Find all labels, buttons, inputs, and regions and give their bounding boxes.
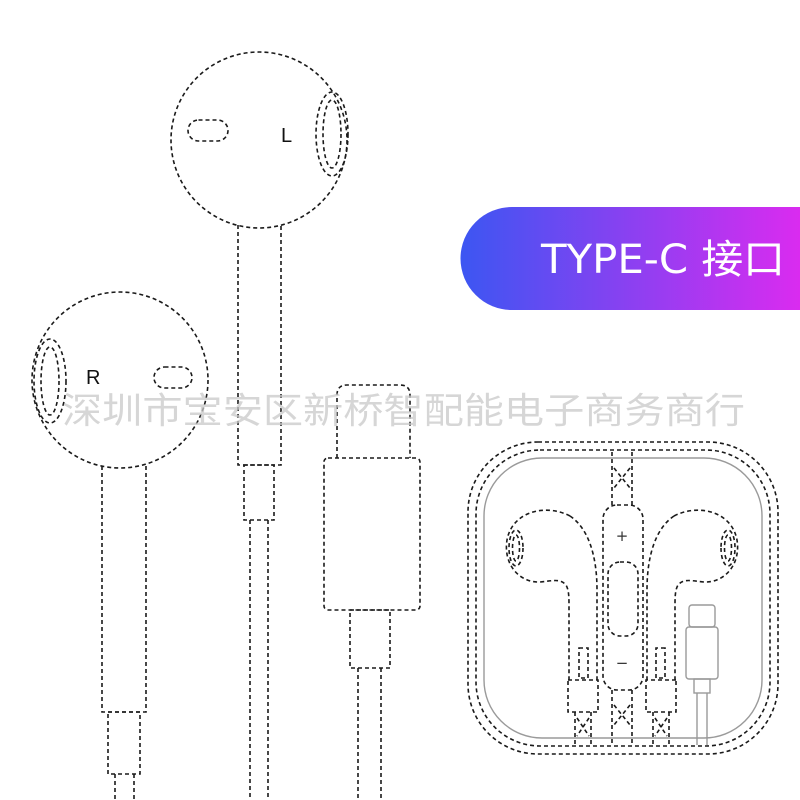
case-earbud-right-cable <box>652 712 670 745</box>
case-earbud-left-strain-relief <box>567 679 599 713</box>
case-remote-cable-cross <box>613 704 631 726</box>
case-earbud-left-contour <box>505 509 571 680</box>
case-remote-lower-cable <box>611 690 633 745</box>
earbud-right-label: R <box>86 367 100 389</box>
case-earbud-right <box>645 509 739 745</box>
case-earbud-left <box>505 509 599 745</box>
case-earbud-left-speaker-outer <box>508 529 524 567</box>
earbud-left-strain-relief <box>243 464 275 521</box>
type-c-banner-background <box>460 207 800 310</box>
case-earbud-right-plug-detail <box>655 647 666 679</box>
usb-c-plug <box>323 384 421 800</box>
case-remote-minus: − <box>616 654 629 672</box>
earbud-right-vent <box>153 366 193 389</box>
case-earbud-right-strain-relief <box>645 679 677 713</box>
case-earbud-right-speaker-outer <box>720 529 736 567</box>
earbud-right-stem <box>101 466 147 713</box>
case-earbud-left-stem-edge <box>569 515 598 680</box>
case-earbud-left-speaker-inner <box>511 534 521 562</box>
case-cable-splitter <box>613 467 631 489</box>
earbud-right-head <box>31 291 209 469</box>
earbud-right-strain-relief <box>107 711 141 775</box>
case-earbud-left-cable-cross <box>576 717 590 737</box>
case-earbud-left-cable <box>574 712 592 745</box>
usb-c-plug-body <box>323 457 421 611</box>
type-c-banner: TYPE-C 接口 <box>460 207 800 310</box>
case-earbud-right-stem-edge <box>646 515 675 680</box>
case-earbud-left-plug-detail <box>578 647 589 679</box>
case-usb-c-plug-body <box>685 626 719 680</box>
case-top-cable <box>611 452 633 505</box>
watermark-text: 深圳市宝安区新桥智配能电子商务商行 <box>62 391 745 432</box>
earbud-right-cable <box>114 774 135 800</box>
earbud-left-cable <box>249 520 269 800</box>
case-earbud-right-contour <box>673 509 739 680</box>
earphone-case: + − <box>467 441 779 755</box>
type-c-banner-text: TYPE-C 接口 <box>540 237 785 283</box>
usb-c-plug-strain-relief <box>349 609 391 669</box>
case-earbud-right-speaker-inner <box>723 534 733 562</box>
earbud-left: L <box>170 51 349 800</box>
earbud-left-speaker-outer <box>315 91 349 177</box>
case-remote-plus: + <box>616 527 629 545</box>
earbud-left-head <box>170 51 348 229</box>
case-earbud-right-cable-cross <box>654 717 668 737</box>
earbud-right: R <box>31 291 209 800</box>
case-inner-outline <box>475 449 771 747</box>
earbud-left-label: L <box>281 125 292 147</box>
case-usb-c-plug <box>685 604 719 745</box>
earbud-left-vent <box>187 119 229 142</box>
earbud-left-speaker-inner <box>322 99 342 169</box>
usb-c-plug-tip <box>336 384 411 458</box>
case-tray-outline <box>483 457 763 739</box>
case-remote-slider <box>607 561 639 637</box>
case-usb-c-plug-cable <box>696 693 708 745</box>
case-usb-c-plug-strain-relief <box>693 678 711 694</box>
case-usb-c-plug-tip <box>688 604 716 628</box>
earbud-right-speaker-outer <box>33 338 67 424</box>
earbud-right-speaker-inner <box>40 346 60 416</box>
case-outer-outline <box>467 441 779 755</box>
usb-c-plug-cable <box>357 668 382 800</box>
case-remote-body <box>602 504 644 691</box>
